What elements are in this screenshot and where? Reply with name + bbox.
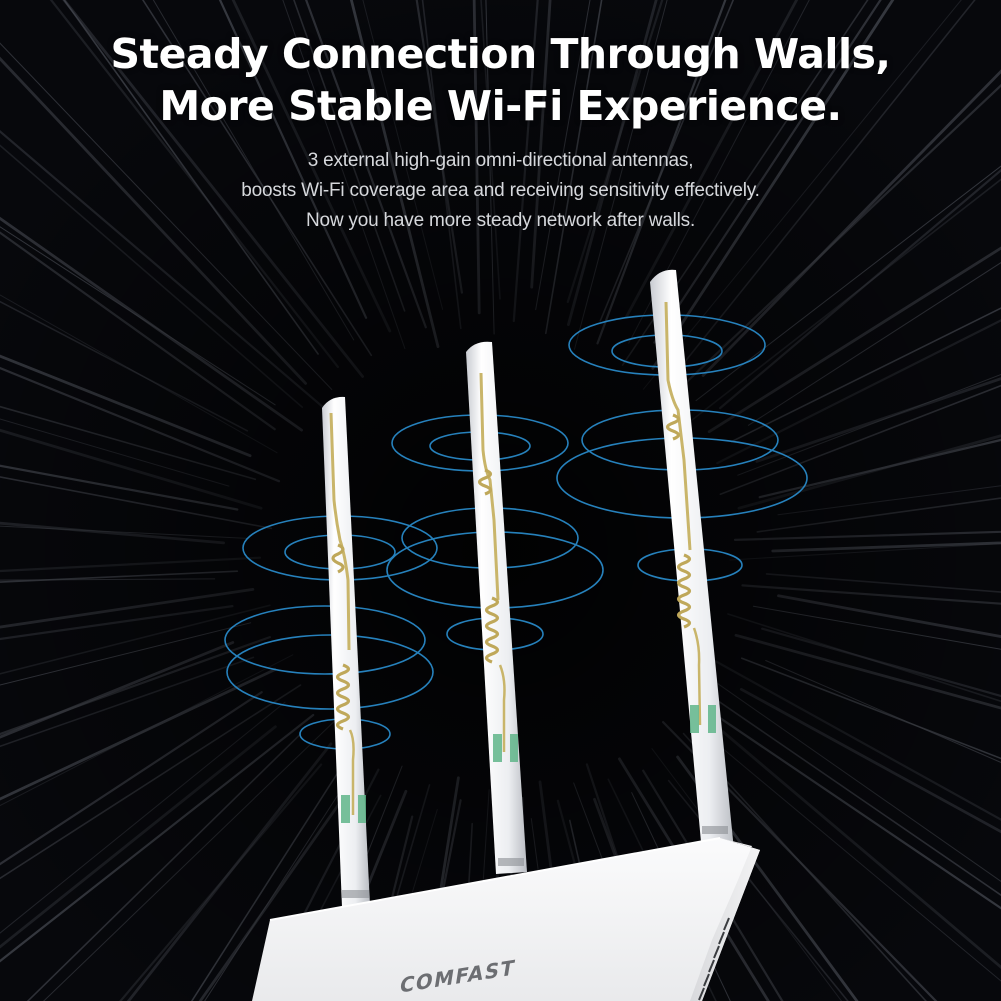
description: 3 external high-gain omni-directional an… [0, 146, 1001, 236]
antenna-icon [466, 341, 527, 874]
description-line-1: 3 external high-gain omni-directional an… [307, 150, 694, 171]
headline-line-2: More Stable Wi-Fi Experience. [159, 82, 842, 130]
router-body [252, 837, 760, 1001]
antenna-icon [650, 269, 735, 864]
wifi-wave-icon [224, 314, 808, 750]
antenna-icon [322, 396, 370, 907]
headline-line-1: Steady Connection Through Walls, [110, 30, 891, 78]
page-title: Steady Connection Through Walls, More St… [0, 28, 1001, 132]
description-line-3: Now you have more steady network after w… [305, 210, 696, 231]
description-line-2: boosts Wi-Fi coverage area and receiving… [241, 180, 760, 201]
